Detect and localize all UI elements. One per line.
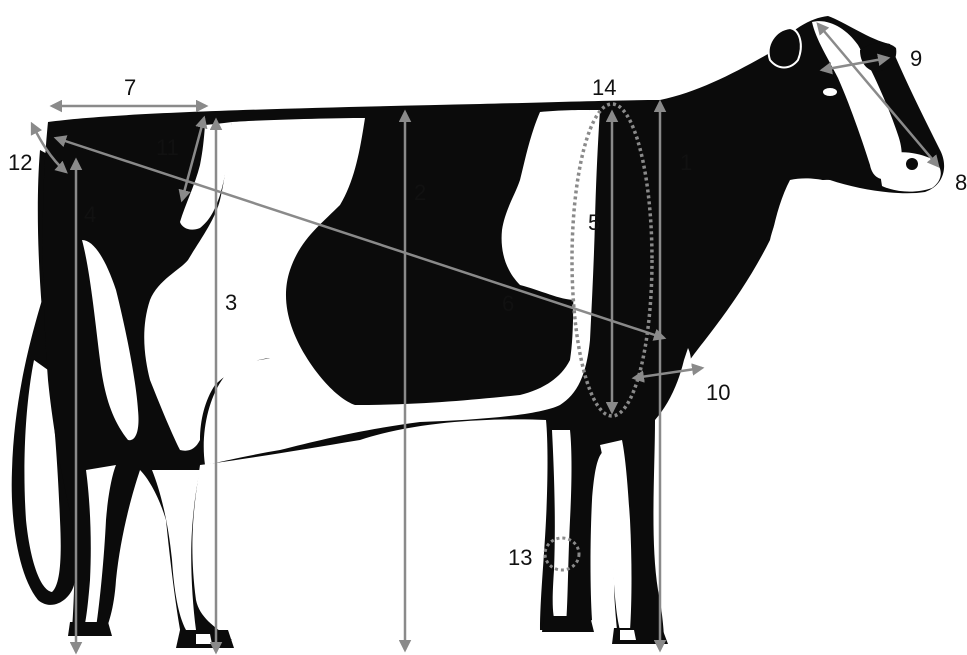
label-5: 5: [588, 210, 600, 235]
label-9: 9: [910, 46, 922, 71]
label-7: 7: [124, 75, 136, 100]
label-12: 12: [8, 150, 32, 175]
cow-silhouette: [12, 16, 944, 648]
label-4: 4: [84, 202, 96, 227]
label-11: 11: [156, 135, 179, 160]
label-8: 8: [955, 170, 967, 195]
label-14: 14: [592, 75, 616, 100]
label-2: 2: [414, 180, 426, 205]
label-13: 13: [508, 545, 532, 570]
label-3: 3: [225, 290, 237, 315]
label-1: 1: [680, 150, 692, 175]
nostril: [906, 158, 918, 170]
hoof-shine: [196, 630, 636, 644]
label-10: 10: [706, 380, 730, 405]
ear-left: [769, 28, 801, 68]
label-6: 6: [502, 291, 514, 316]
front-hoof-back: [542, 616, 594, 632]
rear-hoof-left: [68, 622, 112, 636]
eye: [823, 88, 837, 96]
